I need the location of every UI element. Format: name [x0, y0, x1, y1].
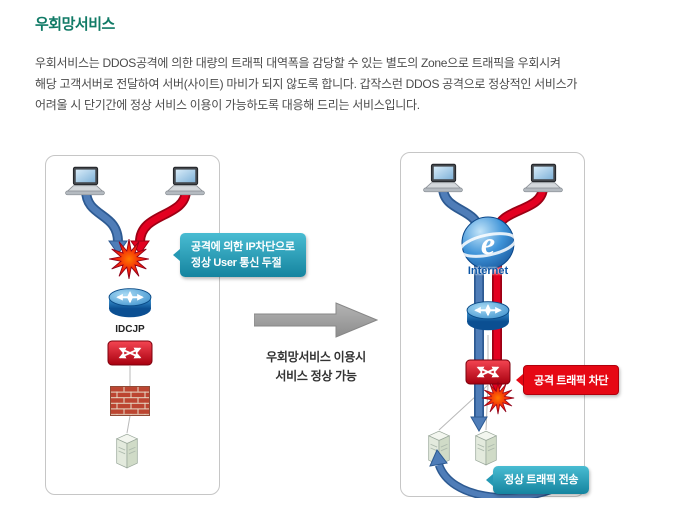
normal-traffic-callout: 정상 트래픽 전송 [485, 466, 590, 494]
globe-letter: e [481, 225, 495, 261]
attack-panel-arrows [81, 189, 191, 434]
transition-caption: 우회망서비스 이용시 서비스 정상 가능 [240, 348, 392, 386]
page-description: 우회서비스는 DDOS공격에 의한 대량의 트래픽 대역폭을 감당할 수 있는 … [35, 53, 577, 116]
ip-block-callout: 공격에 의한 IP차단으로 정상 User 통신 두절 [173, 233, 306, 277]
description-line: 해당 고객서버로 전달하여 서버(사이트) 마비가 되지 않도록 합니다. 갑작… [35, 77, 578, 91]
server-icon [471, 429, 501, 467]
laptop-icon [64, 166, 106, 198]
page-title: 우회망서비스 [35, 16, 115, 33]
description-line: 어려울 시 단기간에 정상 서비스 이용이 가능하도록 대응해 드리는 서비스입… [35, 98, 420, 112]
router-icon [465, 295, 511, 335]
transition-caption-line2: 서비스 정상 가능 [275, 369, 357, 383]
ip-block-callout-line1: 공격에 의한 IP차단으로 [191, 241, 295, 253]
router-label: IDCJP [115, 324, 145, 335]
laptop-icon [164, 166, 206, 198]
bypass-panel: e Internet [400, 152, 585, 498]
explosion-icon [481, 381, 515, 415]
explosion-icon [108, 238, 150, 280]
laptop-icon [522, 163, 564, 195]
transition-caption-line1: 우회망서비스 이용시 [266, 350, 366, 364]
switch-icon [107, 340, 153, 366]
transition-arrow-icon [254, 302, 378, 338]
router-icon [107, 282, 153, 322]
firewall-icon [110, 386, 150, 416]
server-icon [424, 429, 454, 467]
attack-blocked-callout: 공격 트래픽 차단 [515, 365, 620, 395]
server-icon [112, 432, 142, 470]
description-line: 우회서비스는 DDOS공격에 의한 대량의 트래픽 대역폭을 감당할 수 있는 … [35, 56, 561, 70]
laptop-icon [422, 163, 464, 195]
internet-label: Internet [467, 265, 509, 277]
attack-panel: IDCJP [45, 155, 220, 495]
ip-block-callout-line2: 정상 User 통신 두절 [191, 257, 282, 269]
internet-globe-icon: e [459, 216, 517, 270]
